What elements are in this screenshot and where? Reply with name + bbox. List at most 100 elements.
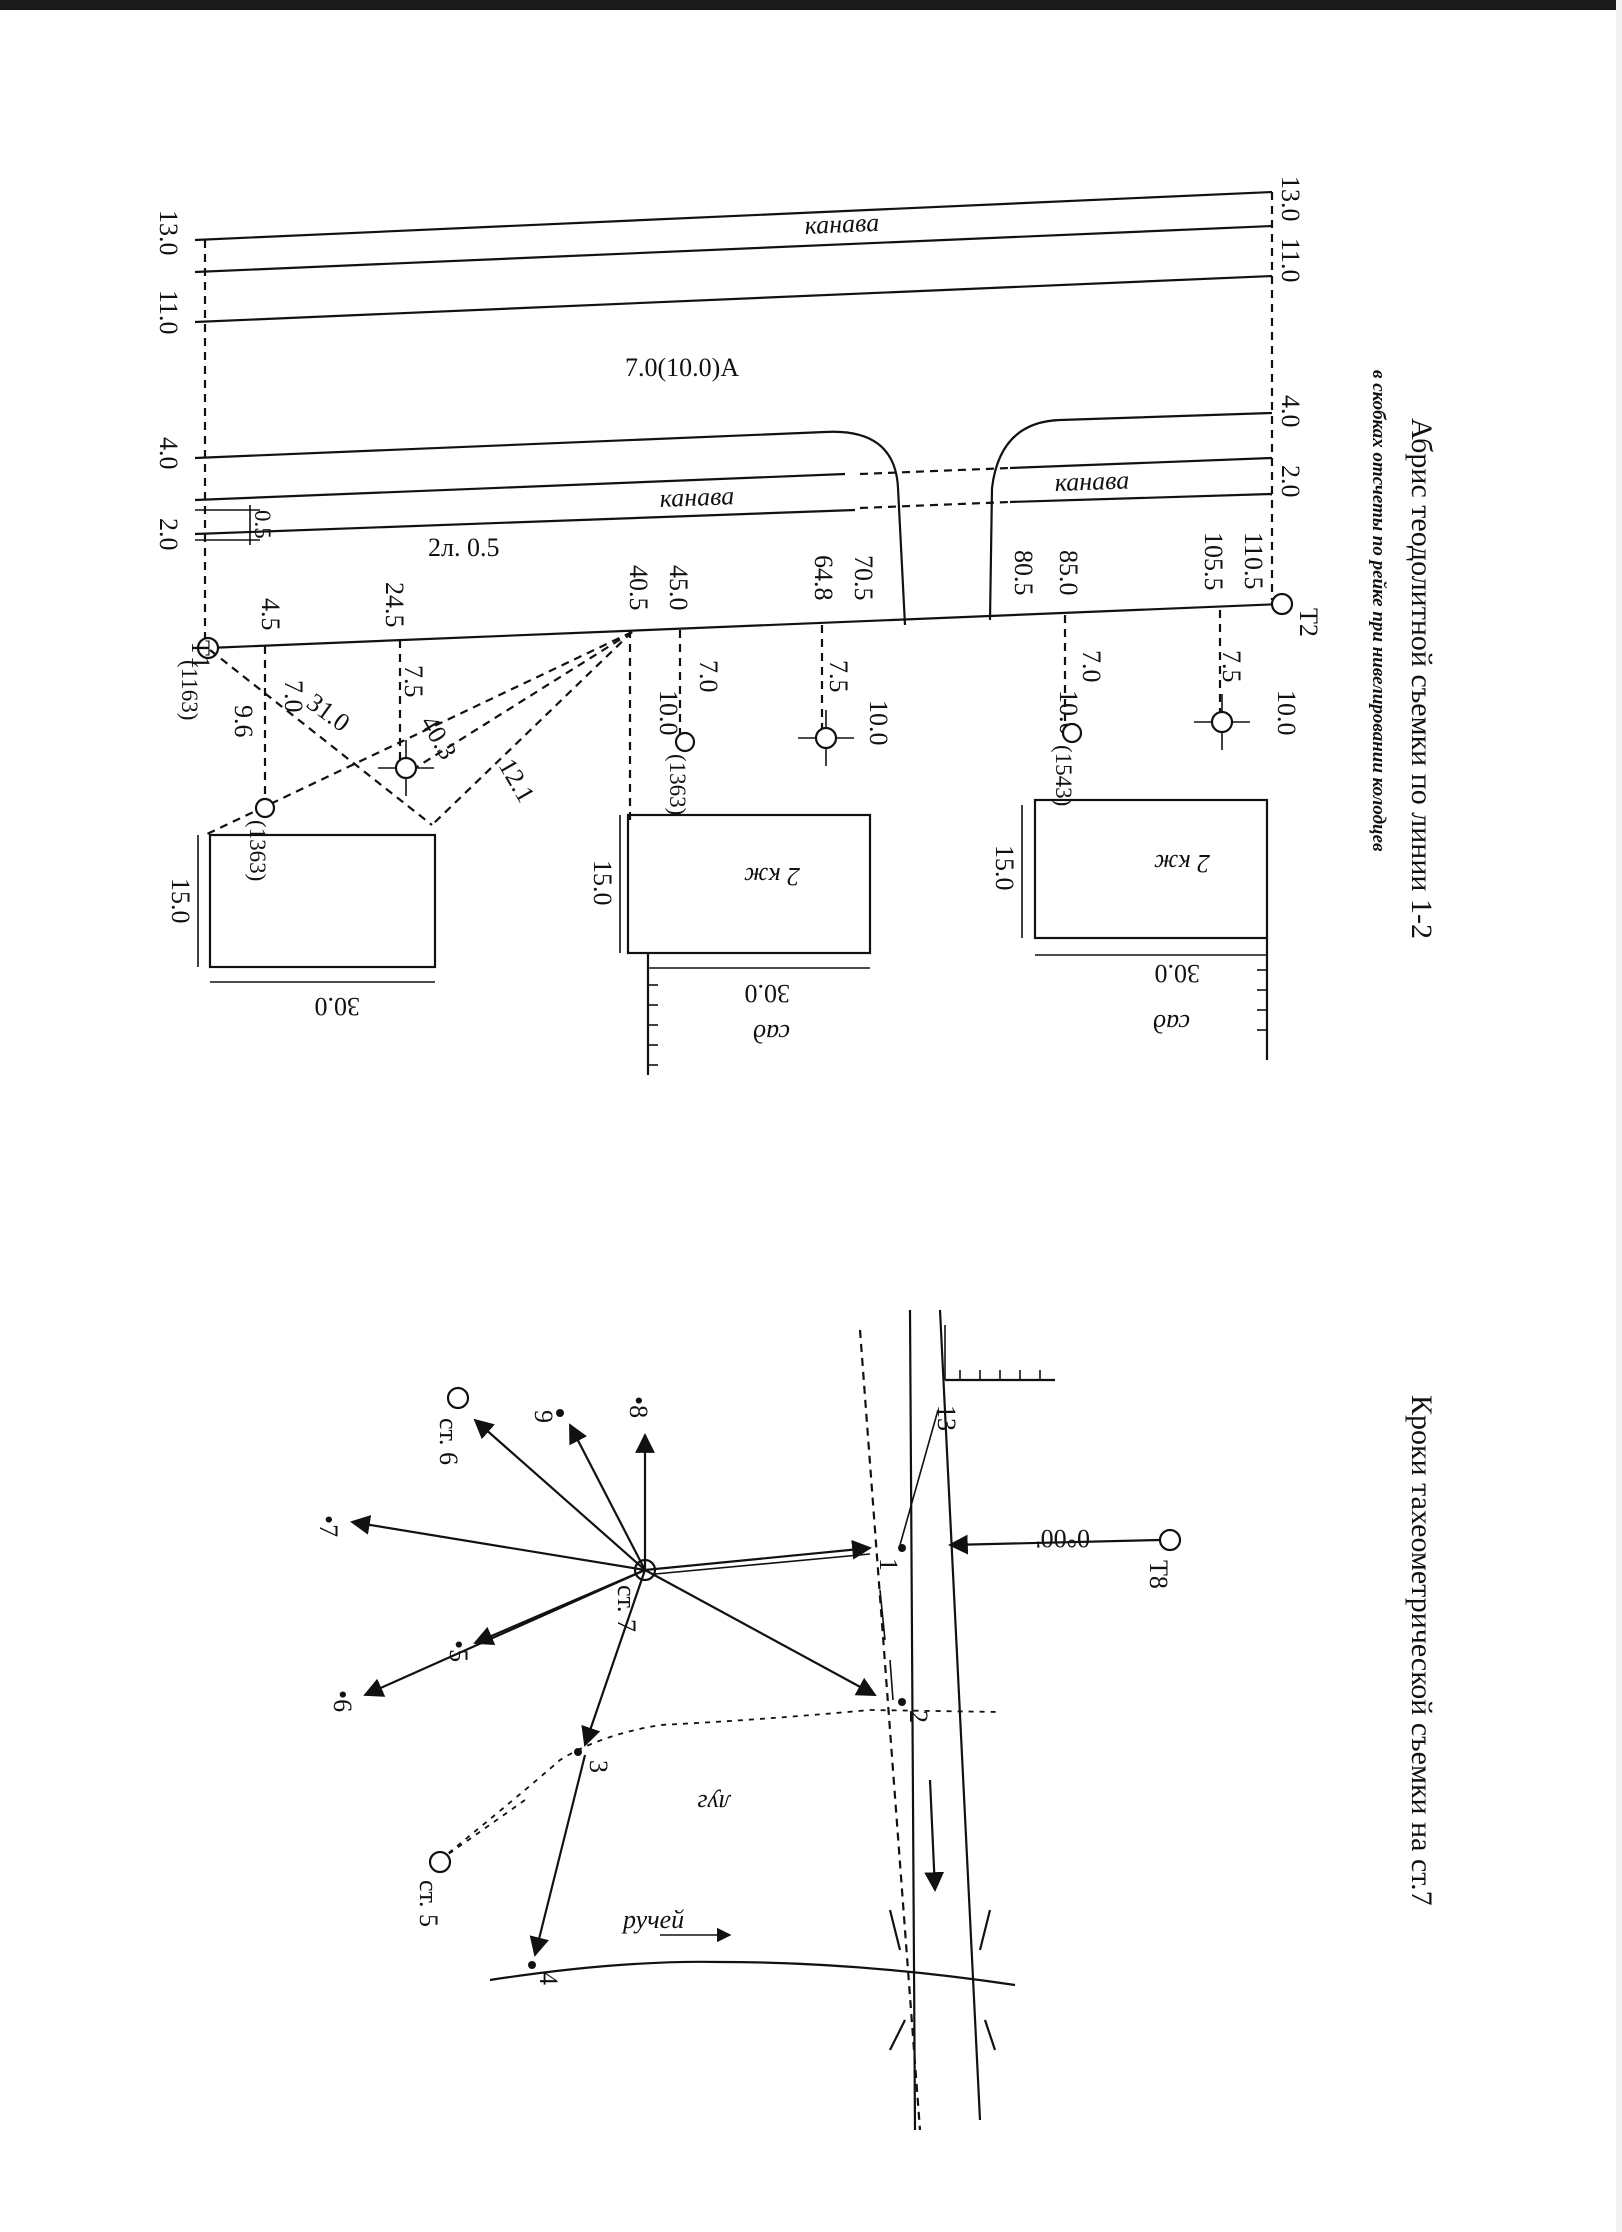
station-t2-label: T2 (1294, 608, 1323, 637)
station-t2-marker (1270, 592, 1294, 616)
bridge-mark-3 (889, 2019, 906, 2051)
offset-left-2: 2.0 (154, 518, 183, 551)
building-1-depth: 15.0 (166, 878, 195, 924)
point-6: •6 (328, 1690, 357, 1712)
building-2-depth: 15.0 (588, 860, 617, 906)
abris-title: Абрис теодолитной съемки по линии 1-2 (1405, 418, 1438, 939)
well-3-reading: (1543) (1051, 745, 1076, 806)
ditch-label-top: канава (804, 208, 880, 240)
garden-fence-2: сад (1153, 938, 1269, 1060)
chainage-80.5: 80.5 (1009, 550, 1038, 596)
zero-reading: 0°00' (1036, 1524, 1090, 1553)
perp-label-7.5-c: 7.5 (1217, 650, 1246, 683)
station-6-marker (446, 1386, 470, 1410)
scan-edge-right (1616, 0, 1622, 2232)
chainage-110.5: 110.5 (1239, 532, 1268, 590)
point-4: 4 (534, 1972, 563, 1985)
offset-left-0.5: 0.5 (250, 510, 275, 539)
garden-fence-1: сад (646, 953, 790, 1075)
ditch-line-11 (194, 274, 1273, 324)
ditch-label-right: канава (1054, 465, 1129, 497)
road-tick-1 (879, 1589, 886, 1641)
ray-to-4 (529, 1754, 587, 1957)
building-3: 2 кж 15.0 30.0 (990, 798, 1269, 988)
point-5: •5 (444, 1640, 473, 1662)
offset-right-4: 4.0 (1276, 395, 1305, 428)
building-2-label: 2 кж (744, 862, 800, 891)
scan-edge-top (0, 0, 1622, 10)
hydrant-1 (378, 740, 434, 796)
bldg-offset-9.6: 9.6 (229, 705, 258, 738)
bldg-offset-10.0-d: 10.0 (1272, 690, 1301, 736)
well-3: (1543) (1051, 722, 1083, 806)
ditch-edge-4-left (194, 472, 846, 502)
chainage-40.5: 40.5 (624, 565, 653, 611)
building-3-label: 2 кж (1154, 849, 1210, 878)
chainage-24.5: 24.5 (380, 582, 409, 628)
bridge-mark-4 (983, 2019, 997, 2051)
hydrant-3 (1194, 694, 1250, 750)
meadow-boundary (439, 1709, 1001, 1861)
point-7: •7 (314, 1515, 343, 1537)
building-3-length: 30.0 (1155, 959, 1201, 988)
bridge-mark-1 (888, 1909, 902, 1951)
road-edge-upper-right (988, 411, 1273, 621)
ditch-culvert-2 (859, 500, 1011, 510)
well-1-reading: (1363) (245, 820, 270, 881)
perp-label-7.5-b: 7.5 (824, 660, 853, 693)
road-edge-upper (194, 430, 907, 626)
ditch-culvert-1 (859, 466, 1011, 476)
station-t8-label: Т8 (1144, 1560, 1173, 1589)
perp-label-7.0-b: 7.0 (694, 660, 723, 693)
diag-31.0: 31.0 (301, 687, 355, 737)
point-2: 2 (904, 1710, 933, 1723)
building-1-length: 30.0 (315, 992, 361, 1021)
picket-points: 1 2 3 4 •5 •6 •7 •8 9 13 (314, 1396, 961, 1985)
road-tick-2 (889, 1659, 894, 1701)
chainage-labels: 4.5 24.5 40.5 45.0 64.8 70.5 80.5 85.0 1… (256, 532, 1268, 631)
perp-label-7.0-a: 7.0 (279, 680, 308, 713)
traverse-line-1-2 (207, 602, 1283, 650)
garden-label-2: сад (1153, 1009, 1190, 1038)
station-5-marker (428, 1850, 452, 1874)
station-6-label: ст. 6 (434, 1418, 463, 1465)
bldg-offset-10.0-a: 10.0 (654, 690, 683, 736)
well-2-reading: (1363) (665, 754, 690, 815)
point-13: 13 (932, 1405, 961, 1431)
perp-label-7.0-c: 7.0 (1077, 650, 1106, 683)
kroki-diagram: Кроки тахеометрической съемки на ст.7 лу… (314, 1309, 1438, 2131)
road-label: 7.0(10.0)А (625, 353, 739, 382)
station-5-link (439, 1799, 526, 1861)
ditch-edge-2-right (1009, 492, 1273, 504)
chainage-70.5: 70.5 (849, 555, 878, 601)
tie-405-building-b (431, 631, 633, 826)
station-t8-marker (1158, 1528, 1182, 1552)
garden-label-1: сад (753, 1019, 790, 1048)
building-1: 15.0 30.0 (166, 833, 437, 1021)
building-2-length: 30.0 (745, 979, 791, 1008)
ditch-label-left: канава (659, 481, 735, 513)
meadow-label: луг (697, 1789, 732, 1818)
point-9: 9 (529, 1410, 558, 1423)
road-edge-a (938, 1309, 982, 2121)
station-t1-height: (1163) (177, 660, 202, 720)
ray-to-2 (644, 1569, 877, 1696)
offset-right-11: 11.0 (1276, 238, 1305, 283)
offset-right-2: 2.0 (1276, 465, 1305, 498)
ray-to-1-double (654, 1553, 871, 1575)
ray-to-3 (581, 1569, 647, 1747)
road-width-label: 2л. 0.5 (428, 533, 499, 562)
diag-12.1: 12.1 (493, 754, 541, 808)
offset-left-11: 11.0 (154, 290, 183, 335)
ray-t8-zero (948, 1534, 1161, 1555)
chainage-85.0: 85.0 (1054, 550, 1083, 596)
station-5-label: ст. 5 (414, 1880, 443, 1927)
point-1: 1 (874, 1558, 903, 1571)
tie-t1-building (209, 649, 433, 826)
bridge-mark-2 (978, 1909, 992, 1951)
ray-to-1 (644, 1539, 872, 1572)
diag-40.3: 40.3 (415, 711, 463, 765)
tie-405-building-a (204, 631, 633, 836)
stream-line (489, 1960, 1016, 1987)
